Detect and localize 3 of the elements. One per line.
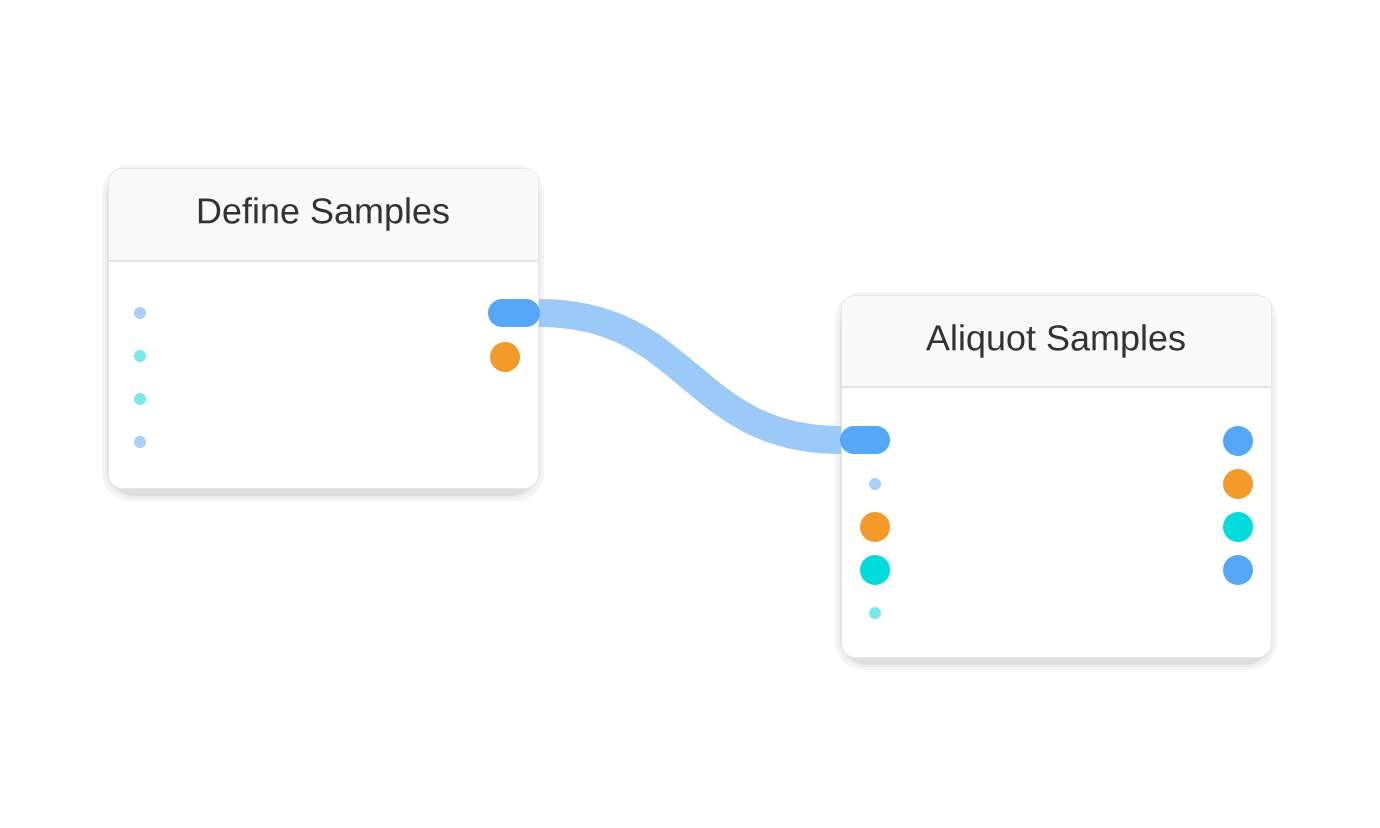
connector [538, 299, 843, 454]
card: Define Samples [102, 165, 544, 501]
card: Aliquot Samples [835, 292, 1277, 670]
